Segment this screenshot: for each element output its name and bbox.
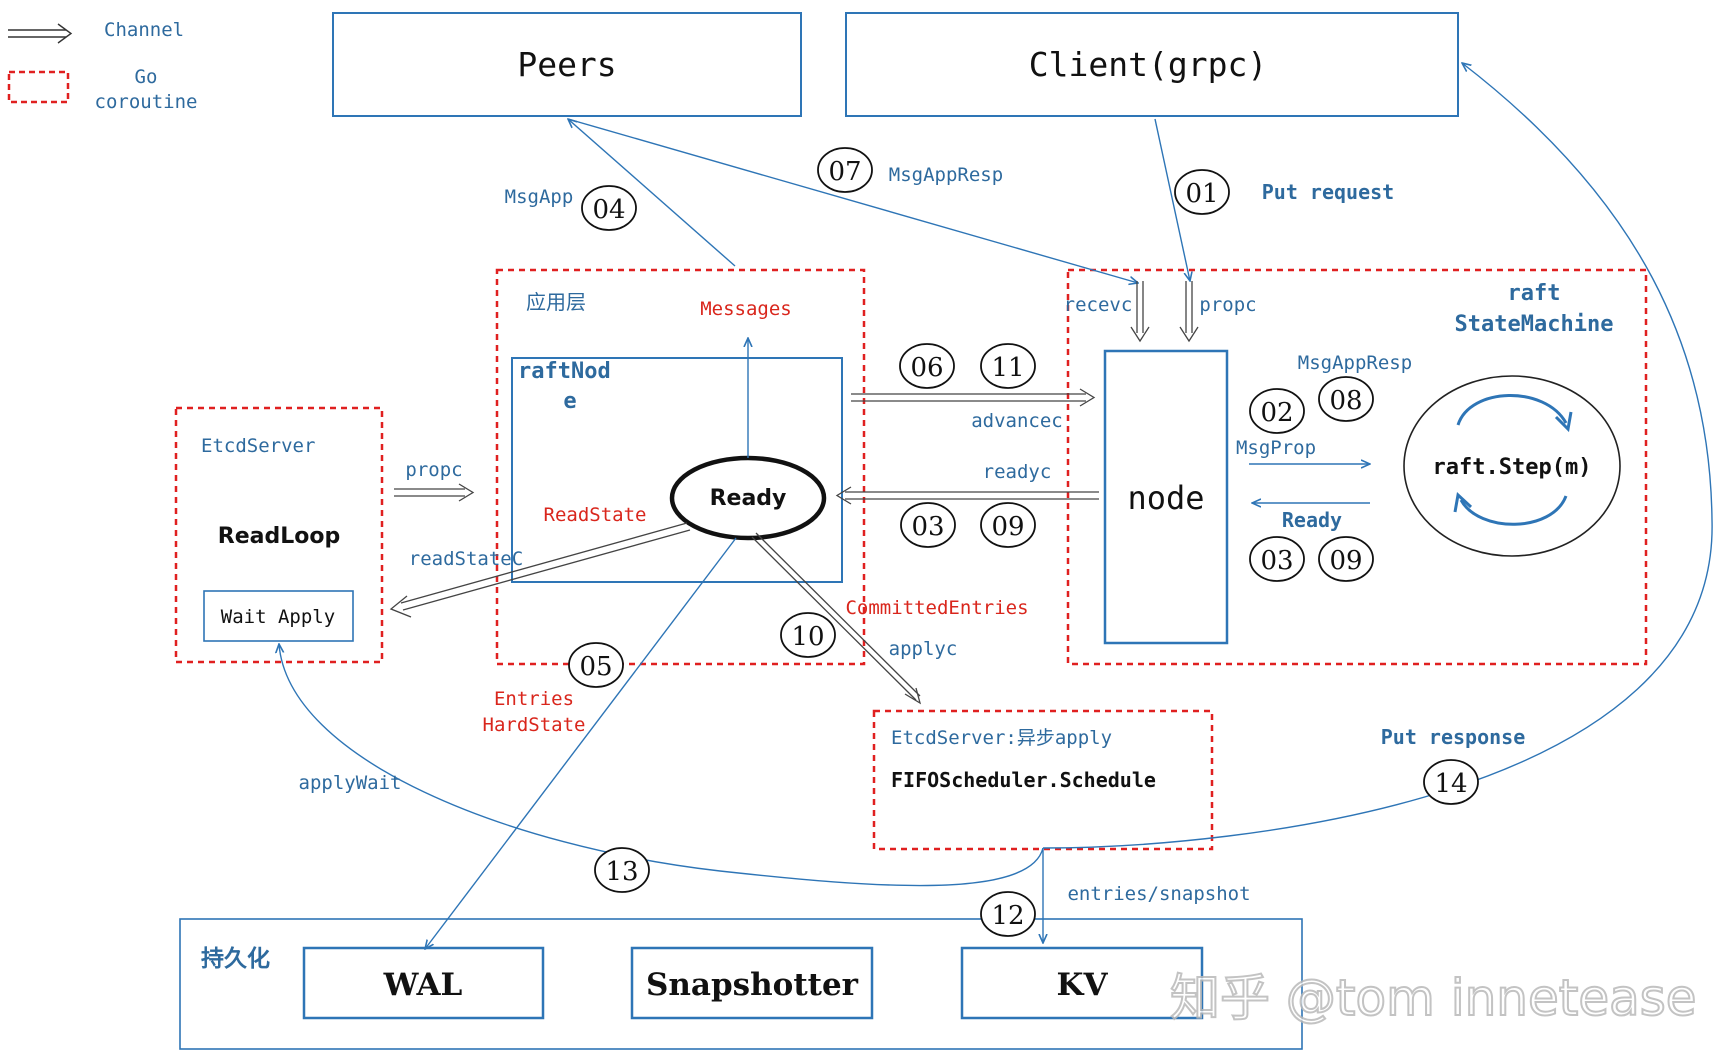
- hardstate-label: HardState: [483, 714, 586, 736]
- client-label: Client(grpc): [1029, 45, 1267, 84]
- raft-sm-label-line1: raft: [1508, 281, 1561, 306]
- step-marker: 03: [1249, 536, 1305, 582]
- snapshotter-box: [630, 946, 874, 1020]
- ready-sm-label: Ready: [1282, 508, 1342, 532]
- cycle-arrows-icon: [1453, 394, 1573, 526]
- propc-node-label: propc: [1199, 294, 1256, 316]
- async-apply-coroutine: [872, 709, 1214, 851]
- step-marker: 10: [780, 612, 836, 658]
- raftnode-label-line1: raftNod: [518, 359, 611, 384]
- step-01: 01: [1185, 179, 1218, 209]
- legend-coroutine-label: coroutine: [95, 91, 198, 113]
- step-04: 04: [592, 195, 625, 225]
- propc-etcd-label: propc: [405, 459, 462, 481]
- step-marker: 14: [1423, 759, 1479, 805]
- step-marker: 13: [594, 847, 650, 893]
- msgappresp-top-label: MsgAppResp: [889, 164, 1003, 186]
- peers-label: Peers: [517, 45, 616, 84]
- entries-snapshot-label: entries/snapshot: [1067, 883, 1250, 905]
- legend-go-label: Go: [135, 66, 158, 88]
- raftnode-label-line2: e: [563, 389, 576, 414]
- wal-label: WAL: [383, 967, 463, 1003]
- readyc-label: readyc: [983, 461, 1052, 483]
- kv-label: KV: [1057, 967, 1109, 1003]
- step-marker: 09: [980, 502, 1036, 548]
- step-10: 10: [791, 622, 824, 652]
- ready-label: Ready: [710, 486, 787, 511]
- step-06: 06: [910, 353, 943, 383]
- node-box: [1103, 349, 1229, 645]
- applywait-label: applyWait: [299, 772, 402, 794]
- flow-arrows: [279, 63, 1713, 949]
- app-layer-coroutine: [495, 268, 866, 666]
- coroutine-legend-icon: [7, 70, 70, 104]
- step-08: 08: [1329, 386, 1362, 416]
- peers-box: [332, 12, 802, 117]
- etcdserver-coroutine: [174, 406, 384, 664]
- wal-box: [302, 946, 545, 1020]
- step-marker: 06: [899, 343, 955, 389]
- entries-label: Entries: [494, 688, 574, 710]
- step-markers: 01 02 03 03 04 05 06 07 08 09 09 10 11 1…: [568, 147, 1479, 937]
- etcdserver-label: EtcdServer: [201, 435, 315, 457]
- step-03: 03: [1260, 546, 1293, 576]
- legend: Channel Go coroutine: [7, 19, 198, 113]
- legend-channel-label: Channel: [104, 19, 184, 41]
- step-02: 02: [1260, 398, 1293, 428]
- wait-apply-box: [203, 590, 354, 642]
- step-marker: 12: [980, 891, 1036, 937]
- step-07: 07: [828, 157, 861, 187]
- messages-label: Messages: [700, 298, 792, 320]
- step-marker: 11: [980, 343, 1036, 389]
- channel-arrows: [389, 281, 1199, 705]
- step-03: 03: [911, 512, 944, 542]
- etcd-async-label: EtcdServer:异步apply: [891, 727, 1112, 749]
- step-marker: 04: [581, 185, 637, 231]
- step-marker: 01: [1174, 169, 1230, 215]
- step-marker: 02: [1249, 388, 1305, 434]
- raftnode-box: [511, 357, 843, 583]
- step-marker: 08: [1318, 376, 1374, 422]
- kv-box: [960, 946, 1204, 1020]
- step-11: 11: [991, 353, 1024, 383]
- msgapp-label: MsgApp: [505, 186, 574, 208]
- app-layer-label: 应用层: [526, 290, 586, 314]
- committed-entries-label: CommittedEntries: [845, 597, 1028, 619]
- wait-apply-label: Wait Apply: [221, 606, 335, 628]
- step-09: 09: [1329, 546, 1362, 576]
- persist-box: [179, 918, 1303, 1050]
- persist-label: 持久化: [201, 945, 270, 972]
- put-response-label: Put response: [1381, 725, 1526, 749]
- applyc-label: applyc: [889, 638, 958, 660]
- advancec-label: advancec: [971, 410, 1063, 432]
- raft-step-label: raft.Step(m): [1433, 455, 1592, 480]
- step-13: 13: [605, 857, 638, 887]
- step-marker: 09: [1318, 536, 1374, 582]
- put-request-label: Put request: [1262, 180, 1394, 204]
- step-marker: 03: [900, 502, 956, 548]
- readstate-label: ReadState: [544, 504, 647, 526]
- readloop-label: ReadLoop: [218, 524, 340, 549]
- channel-arrow-icon: [8, 23, 73, 44]
- step-12: 12: [991, 901, 1024, 931]
- msgprop-label: MsgProp: [1236, 437, 1316, 459]
- recevc-label: recevc: [1064, 294, 1133, 316]
- step-14: 14: [1434, 769, 1467, 799]
- raft-coroutine: [1066, 268, 1648, 666]
- watermark: 知乎 @tom innetease: [1170, 969, 1697, 1027]
- node-label: node: [1127, 479, 1204, 517]
- step-09: 09: [991, 512, 1024, 542]
- msgappresp-sm-label: MsgAppResp: [1298, 352, 1412, 374]
- step-marker: 05: [568, 642, 624, 688]
- readstatec-label: readStateC: [409, 548, 523, 570]
- client-box: [845, 12, 1459, 117]
- step-05: 05: [579, 652, 612, 682]
- raft-sm-label-line2: StateMachine: [1455, 312, 1614, 337]
- snapshotter-label: Snapshotter: [646, 967, 859, 1003]
- fifo-label: FIFOScheduler.Schedule: [891, 768, 1156, 792]
- step-marker: 07: [817, 147, 873, 193]
- raft-step-circle: [1403, 375, 1621, 557]
